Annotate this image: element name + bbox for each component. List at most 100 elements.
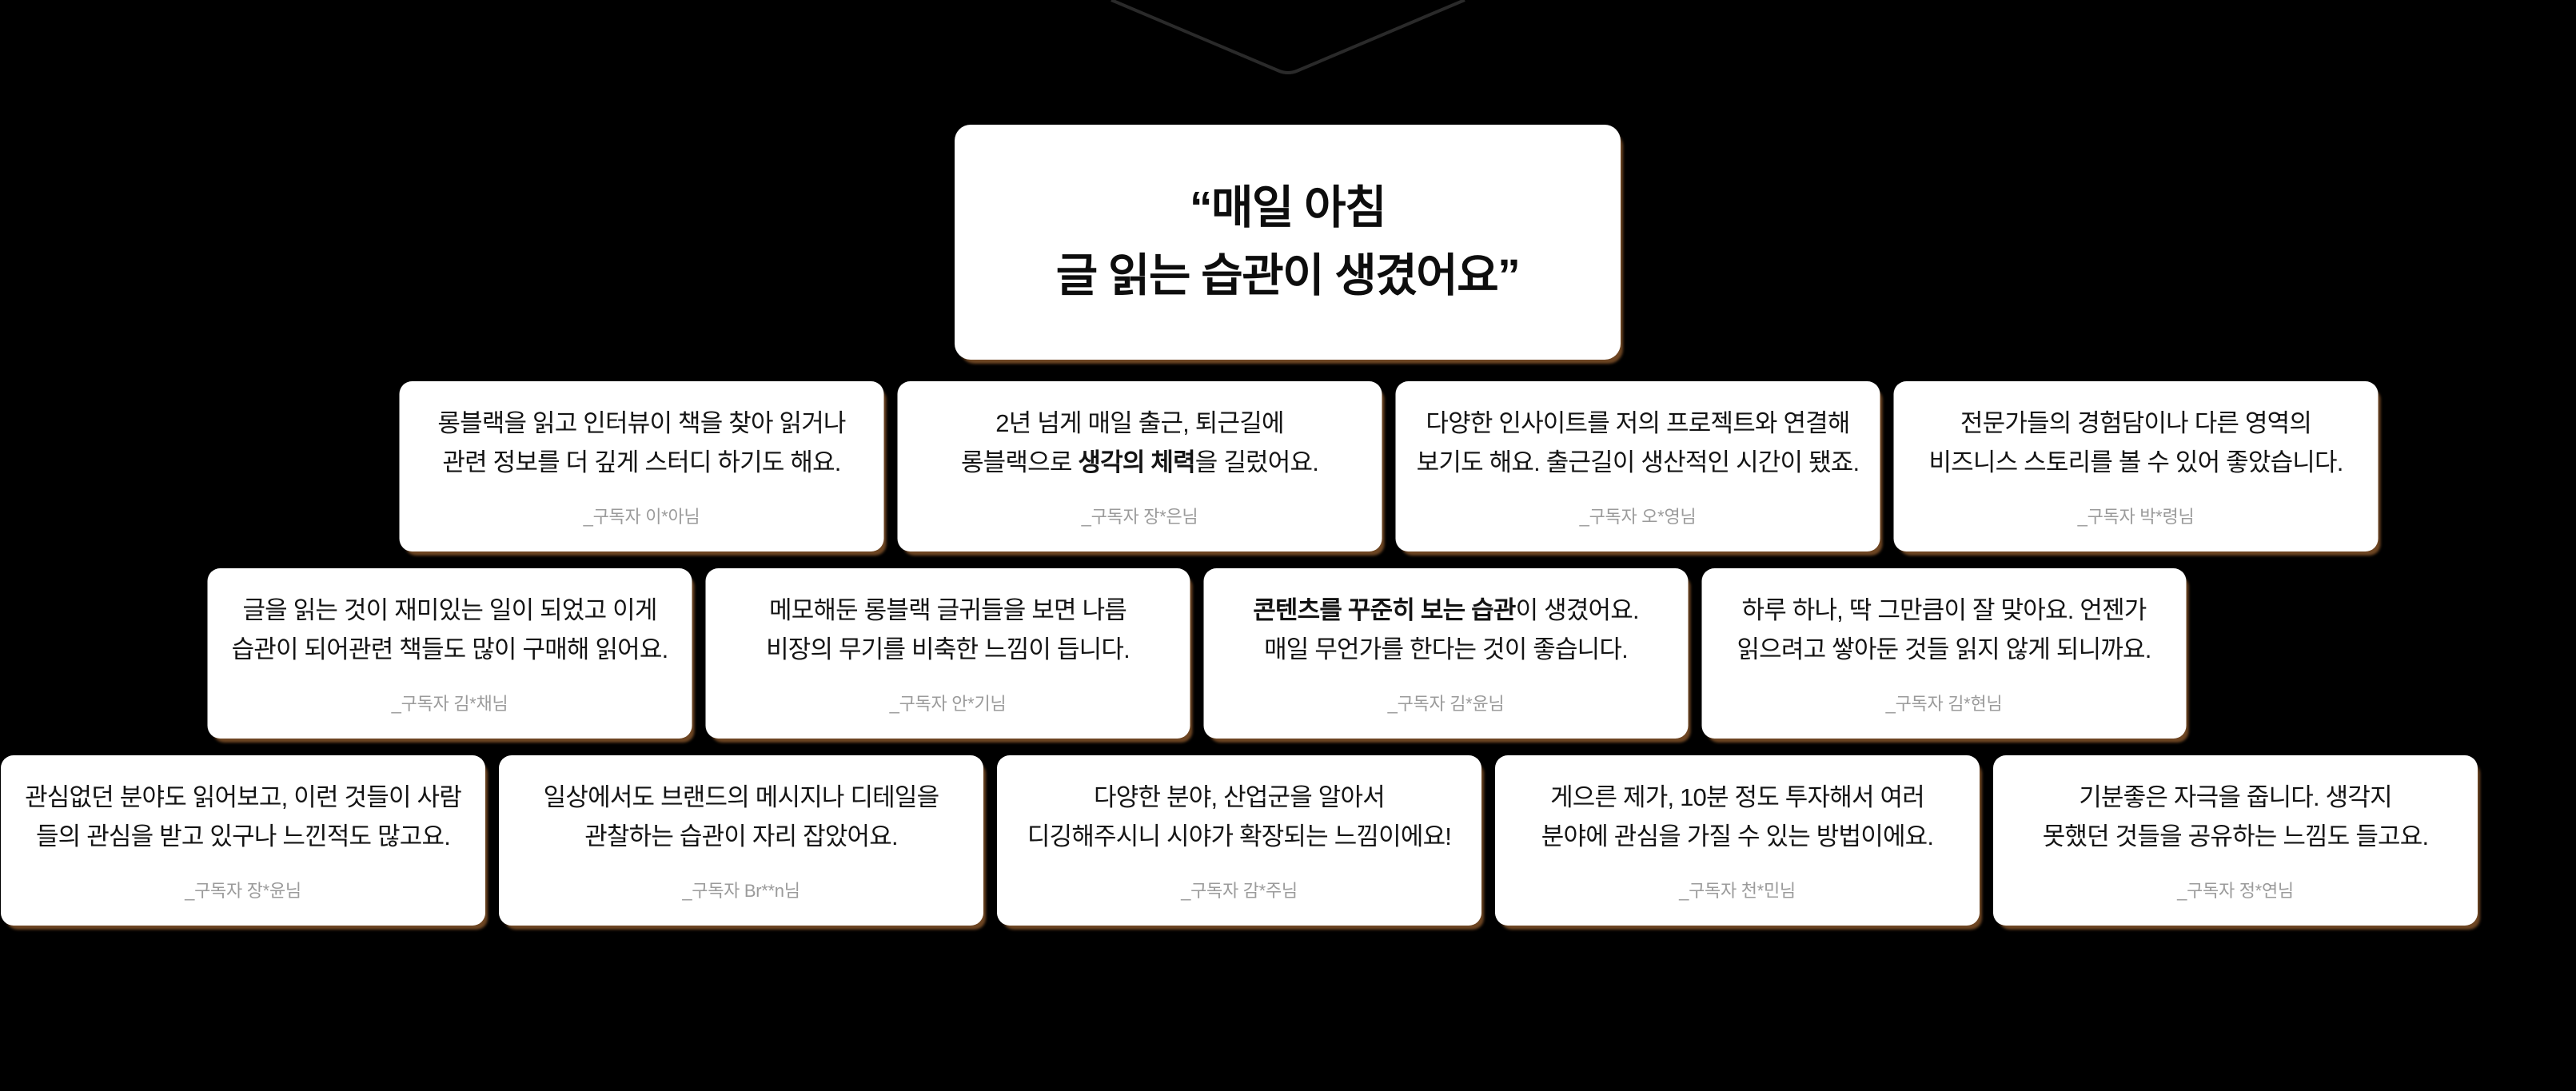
chevron-down-icon xyxy=(1111,0,1465,74)
quote-line: 보기도 해요. 출근길이 생산적인 시간이 됐죠. xyxy=(1417,444,1860,482)
testimonial-card: 콘텐츠를 꾸준히 보는 습관이 생겼어요. 매일 무언가를 한다는 것이 좋습니다… xyxy=(1203,568,1689,739)
hero-quote-line-1: “매일 아침 xyxy=(1189,181,1387,233)
testimonial-author: _구독자 Br**n님 xyxy=(682,880,800,901)
quote-line: 하루 하나, 딱 그만큼이 잘 맞아요. 언젠가 xyxy=(1737,591,2151,630)
quote-text-segment: 읽으려고 쌓아둔 것들 읽지 않게 되니까요. xyxy=(1737,635,2151,663)
testimonial-author: _구독자 김*윤님 xyxy=(1387,693,1505,714)
quote-line: 메모해둔 롱블랙 글귀들을 보면 나름 xyxy=(766,591,1130,630)
quote-text-segment: 매일 무언가를 한다는 것이 좋습니다. xyxy=(1264,635,1629,663)
quote-line: 롱블랙으로 생각의 체력을 길렀어요. xyxy=(960,444,1319,482)
quote-text-segment: 다양한 인사이트를 저의 프로젝트와 연결해 xyxy=(1426,409,1850,438)
testimonial-quote: 콘텐츠를 꾸준히 보는 습관이 생겼어요. 매일 무언가를 한다는 것이 좋습니다… xyxy=(1253,591,1639,668)
quote-text-segment: 관심없던 분야도 읽어보고, 이런 것들이 사람 xyxy=(25,783,462,812)
testimonial-author: _구독자 천*민님 xyxy=(1679,880,1796,901)
quote-text-segment: 롱블랙으로 xyxy=(960,448,1079,476)
testimonial-author: _구독자 오*영님 xyxy=(1579,506,1697,527)
quote-text-segment: 전문가들의 경험담이나 다른 영역의 xyxy=(1960,409,2312,438)
quote-text-segment: 롱블랙을 읽고 인터뷰이 책을 찾아 읽거나 xyxy=(437,409,846,438)
quote-text-segment: 생각의 체력 xyxy=(1078,448,1195,476)
quote-text-segment: 디깅해주시니 시야가 확장되는 느낌이에요! xyxy=(1027,822,1452,850)
quote-text-segment: 비장의 무기를 비축한 느낌이 듭니다. xyxy=(766,635,1130,663)
quote-text-segment: 일상에서도 브랜드의 메시지나 디테일을 xyxy=(543,783,939,812)
testimonial-author: _구독자 정*연님 xyxy=(2177,880,2294,901)
quote-line: 분야에 관심을 가질 수 있는 방법이에요. xyxy=(1541,818,1934,856)
testimonial-author: _구독자 안*기님 xyxy=(889,693,1007,714)
testimonial-author: _구독자 김*채님 xyxy=(391,693,508,714)
quote-line: 들의 관심을 받고 있구나 느낀적도 많고요. xyxy=(25,818,461,856)
quote-text-segment: 다양한 분야, 산업군을 알아서 xyxy=(1094,783,1386,812)
quote-text-segment: 분야에 관심을 가질 수 있는 방법이에요. xyxy=(1541,822,1934,850)
quote-text-segment: 습관이 되어관련 책들도 많이 구매해 읽어요. xyxy=(231,635,669,663)
quote-line: 다양한 인사이트를 저의 프로젝트와 연결해 xyxy=(1417,404,1860,443)
quote-line: 비즈니스 스토리를 볼 수 있어 좋았습니다. xyxy=(1928,444,2343,482)
quote-text-segment: 기분좋은 자극을 줍니다. 생각지 xyxy=(2079,783,2392,812)
quote-text-segment: 콘텐츠를 꾸준히 보는 습관 xyxy=(1253,596,1516,625)
quote-text-segment: 관련 정보를 더 깊게 스터디 하기도 해요. xyxy=(442,448,841,476)
quote-line: 매일 무언가를 한다는 것이 좋습니다. xyxy=(1253,631,1639,669)
testimonial-author: _구독자 감*주님 xyxy=(1181,880,1298,901)
quote-line: 관찰하는 습관이 자리 잡았어요. xyxy=(544,818,939,856)
quote-line: 기분좋은 자극을 줍니다. 생각지 xyxy=(2043,778,2429,817)
hero-quote-line-2: 글 읽는 습관이 생겼어요” xyxy=(1055,250,1521,301)
testimonial-author: _구독자 장*은님 xyxy=(1081,506,1198,527)
quote-line: 일상에서도 브랜드의 메시지나 디테일을 xyxy=(544,778,939,817)
quote-text-segment: 못했던 것들을 공유하는 느낌도 들고요. xyxy=(2042,822,2429,850)
quote-text-segment: 보기도 해요. 출근길이 생산적인 시간이 됐죠. xyxy=(1416,448,1860,476)
quote-line: 관련 정보를 더 깊게 스터디 하기도 해요. xyxy=(437,444,845,482)
quote-line: 비장의 무기를 비축한 느낌이 듭니다. xyxy=(766,631,1130,669)
quote-text-segment: 2년 넘게 매일 출근, 퇴근길에 xyxy=(995,409,1284,438)
quote-line: 다양한 분야, 산업군을 알아서 xyxy=(1027,778,1451,817)
quote-text-segment: 하루 하나, 딱 그만큼이 잘 맞아요. 언젠가 xyxy=(1741,596,2147,625)
testimonial-author: _구독자 이*아님 xyxy=(583,506,700,527)
testimonial-author: _구독자 박*령님 xyxy=(2077,506,2195,527)
quote-line: 전문가들의 경험담이나 다른 영역의 xyxy=(1928,404,2343,443)
quote-line: 글을 읽는 것이 재미있는 일이 되었고 이게 xyxy=(232,591,668,630)
quote-line: 게으른 제가, 10분 정도 투자해서 여러 xyxy=(1541,778,1933,817)
hero-quote-card: “매일 아침 글 읽는 습관이 생겼어요” xyxy=(955,125,1621,360)
quote-text-segment: 이 생겼어요. xyxy=(1515,596,1640,625)
quote-text-segment: 메모해둔 롱블랙 글귀들을 보면 나름 xyxy=(768,596,1127,625)
quote-line: 읽으려고 쌓아둔 것들 읽지 않게 되니까요. xyxy=(1737,631,2151,669)
quote-line: 못했던 것들을 공유하는 느낌도 들고요. xyxy=(2043,818,2429,856)
quote-text-segment: 을 길렀어요. xyxy=(1194,448,1319,476)
quote-line: 콘텐츠를 꾸준히 보는 습관이 생겼어요. xyxy=(1253,591,1639,630)
quote-text-segment: 들의 관심을 받고 있구나 느낀적도 많고요. xyxy=(35,822,451,850)
quote-line: 습관이 되어관련 책들도 많이 구매해 읽어요. xyxy=(231,631,669,669)
quote-line: 2년 넘게 매일 출근, 퇴근길에 xyxy=(961,404,1318,443)
quote-text-segment: 게으른 제가, 10분 정도 투자해서 여러 xyxy=(1550,783,1925,812)
quote-text-segment: 관찰하는 습관이 자리 잡았어요. xyxy=(584,822,898,850)
quote-line: 디깅해주시니 시야가 확장되는 느낌이에요! xyxy=(1027,818,1452,856)
testimonial-author: _구독자 김*현님 xyxy=(1885,693,2003,714)
quote-text-segment: 글을 읽는 것이 재미있는 일이 되었고 이게 xyxy=(242,596,657,625)
quote-line: 롱블랙을 읽고 인터뷰이 책을 찾아 읽거나 xyxy=(437,404,846,443)
testimonial-author: _구독자 장*윤님 xyxy=(185,880,301,901)
quote-text-segment: 비즈니스 스토리를 볼 수 있어 좋았습니다. xyxy=(1928,448,2343,476)
